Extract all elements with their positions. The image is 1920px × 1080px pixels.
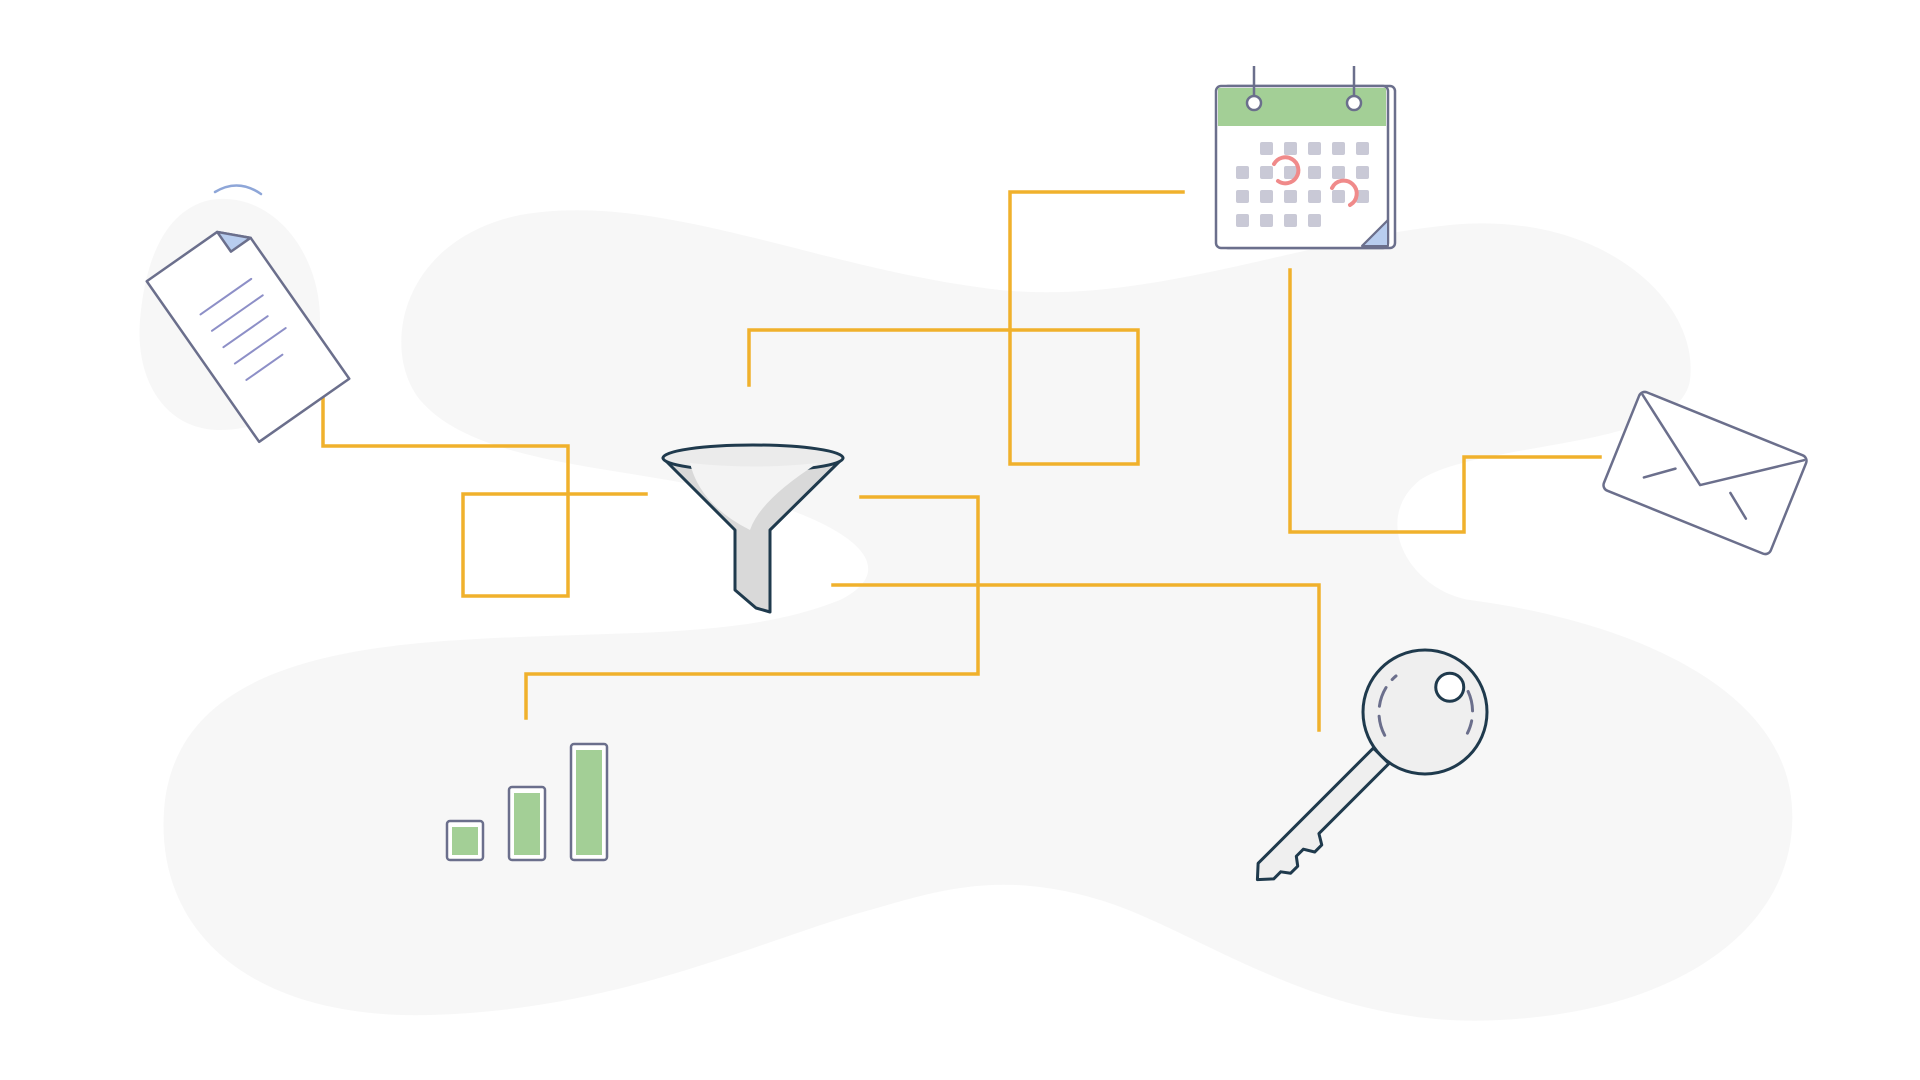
calendar-day-dot (1284, 142, 1297, 155)
calendar-day-dot (1260, 142, 1273, 155)
calendar-day-dot (1356, 190, 1369, 203)
calendar-day-dot (1356, 142, 1369, 155)
connector-calendar-envelope (1288, 268, 1602, 534)
envelope-icon (1602, 390, 1808, 556)
calendar-day-dot (1260, 190, 1273, 203)
bar-chart-bar-fill (576, 750, 602, 855)
calendar-day-dot (1332, 166, 1345, 179)
calendar-day-dot (1308, 142, 1321, 155)
calendar-day-dot (1236, 166, 1249, 179)
calendar-day-dot (1236, 214, 1249, 227)
calendar-day-dot (1284, 214, 1297, 227)
calendar-day-dot (1260, 214, 1273, 227)
calendar-day-dot (1356, 166, 1369, 179)
calendar-day-dot (1284, 166, 1297, 179)
document-text-line (210, 294, 264, 332)
calendar-day-dot (1284, 190, 1297, 203)
document-text-line (222, 315, 269, 349)
background-blobs (139, 198, 1793, 1021)
document-page (145, 230, 351, 444)
envelope-body (1602, 390, 1808, 556)
connector-document-funnel (321, 396, 648, 598)
calendar-date-marker (1272, 155, 1301, 186)
document-icon (145, 184, 351, 444)
key-bow-highlight (1377, 674, 1398, 737)
document-text-line (199, 277, 253, 316)
document-page-fold (215, 230, 252, 253)
document-accent-arc (213, 184, 263, 196)
calendar-day-dot (1308, 166, 1321, 179)
envelope-flap (1641, 393, 1806, 487)
bar-chart-bar-fill (514, 793, 540, 855)
calendar-day-dot (1332, 142, 1345, 155)
key-bow-highlight (1465, 689, 1475, 735)
key-icon (1255, 648, 1489, 882)
calendar-icon (1214, 66, 1397, 250)
calendar-day-grid (1236, 142, 1369, 227)
envelope-fold (1642, 467, 1677, 479)
funnel-rim-highlight (690, 463, 818, 530)
key-shaft (1255, 746, 1391, 882)
calendar-day-dot (1308, 190, 1321, 203)
calendar-day-dot (1308, 214, 1321, 227)
connector-funnel-barchart (524, 495, 980, 720)
connector-calendar-funnel (747, 190, 1185, 466)
calendar-body (1214, 84, 1390, 250)
connector-funnel-key (831, 583, 1321, 732)
calendar-ring (1245, 94, 1263, 112)
envelope-fold (1729, 491, 1748, 520)
calendar-day-dot (1236, 190, 1249, 203)
key-hole (1434, 671, 1466, 703)
calendar-date-marker (1330, 178, 1359, 207)
calendar-ring (1345, 94, 1363, 112)
document-text-line (233, 327, 287, 365)
connectors (321, 190, 1602, 732)
bar-chart-bar-fill (452, 827, 478, 855)
calendar-day-dot (1332, 190, 1345, 203)
calendar-day-dot (1260, 166, 1273, 179)
funnel-icon (661, 443, 845, 614)
bar-chart-icon (445, 742, 609, 862)
document-text-line (245, 353, 284, 381)
calendar-page-curl-edge (1361, 219, 1389, 247)
